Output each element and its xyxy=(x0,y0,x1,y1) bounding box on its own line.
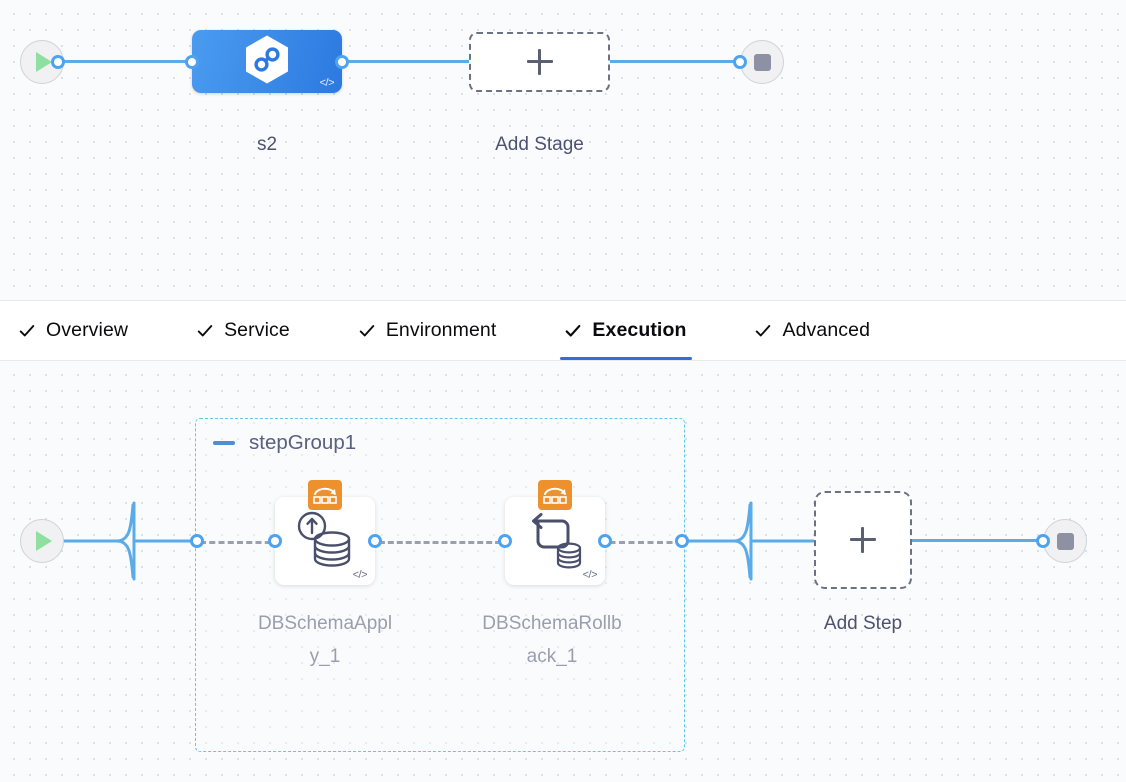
tab-label: Service xyxy=(224,319,290,341)
edge-step1-to-step2 xyxy=(370,541,510,544)
step-node-dbschemarollback[interactable]: </> xyxy=(498,480,612,585)
end-node-port[interactable] xyxy=(733,55,747,69)
check-icon xyxy=(756,324,771,336)
step-node-dbschemaapply[interactable]: </> xyxy=(268,480,382,585)
edge-entry-to-step1 xyxy=(200,541,280,544)
database-rollback-icon xyxy=(505,509,605,573)
execution-end-port[interactable] xyxy=(1036,534,1050,548)
stop-icon xyxy=(753,53,771,71)
step-group-header[interactable]: stepGroup1 xyxy=(213,431,356,455)
check-icon xyxy=(197,324,213,336)
step-group-title: stepGroup1 xyxy=(249,431,357,454)
start-node-port[interactable] xyxy=(51,55,65,69)
step1-label: DBSchemaAppl y_1 xyxy=(257,613,393,668)
stage-canvas[interactable]: </> s2 Add Stage xyxy=(0,0,1126,300)
tab-label: Execution xyxy=(592,319,687,341)
edge-start-to-stage xyxy=(58,60,210,63)
play-icon xyxy=(36,52,52,72)
step1-input-port[interactable] xyxy=(268,534,282,548)
plus-icon xyxy=(850,527,876,553)
add-stage-label: Add Stage xyxy=(495,134,584,155)
step1-code-badge[interactable]: </> xyxy=(352,569,368,581)
tab-overview[interactable]: Overview xyxy=(14,301,150,360)
check-icon xyxy=(566,324,581,337)
tab-execution[interactable]: Execution xyxy=(560,301,708,360)
db-migration-badge-icon xyxy=(308,480,342,510)
group-exit-port[interactable] xyxy=(675,534,689,548)
tab-label: Advanced xyxy=(782,319,871,341)
step2-output-port[interactable] xyxy=(598,534,612,548)
minus-icon[interactable] xyxy=(213,441,235,445)
step2-label: DBSchemaRollb ack_1 xyxy=(482,613,622,668)
edge-step2-to-exit xyxy=(600,541,682,544)
edge-group-to-addstep xyxy=(684,501,822,581)
tab-advanced[interactable]: Advanced xyxy=(750,301,892,360)
play-icon xyxy=(36,531,52,551)
harness-hexagon-infinity-icon xyxy=(244,34,290,89)
step-group-container[interactable] xyxy=(195,418,685,752)
stage-output-port[interactable] xyxy=(335,55,349,69)
tab-label: Overview xyxy=(46,319,129,341)
execution-end-node[interactable] xyxy=(1043,519,1087,563)
execution-start-node[interactable] xyxy=(20,519,64,563)
add-step-button[interactable] xyxy=(814,491,912,589)
check-icon xyxy=(359,324,375,336)
tab-service[interactable]: Service xyxy=(192,301,312,360)
step2-input-port[interactable] xyxy=(498,534,512,548)
add-step-label: Add Step xyxy=(823,613,903,634)
edge-addstep-to-end xyxy=(910,539,1042,542)
stage-node-label: s2 xyxy=(256,134,278,155)
tab-label: Environment xyxy=(385,319,497,341)
db-migration-badge-icon xyxy=(538,480,572,510)
database-upload-icon xyxy=(275,509,375,573)
check-icon xyxy=(19,324,35,336)
stage-code-badge[interactable]: </> xyxy=(319,77,335,89)
stage-config-tabs[interactable]: Overview Service Environment Execution A… xyxy=(0,300,1126,361)
stop-icon xyxy=(1056,532,1074,550)
edge-start-to-group xyxy=(55,501,202,581)
step2-code-badge[interactable]: </> xyxy=(582,569,598,581)
stage-node-s2[interactable]: </> xyxy=(185,30,349,93)
group-entry-port[interactable] xyxy=(190,534,204,548)
stage-input-port[interactable] xyxy=(185,55,199,69)
plus-icon xyxy=(526,49,553,75)
execution-canvas[interactable]: stepGroup1 xyxy=(0,361,1126,782)
step1-output-port[interactable] xyxy=(368,534,382,548)
add-stage-button[interactable] xyxy=(469,32,610,92)
tab-environment[interactable]: Environment xyxy=(354,301,519,360)
